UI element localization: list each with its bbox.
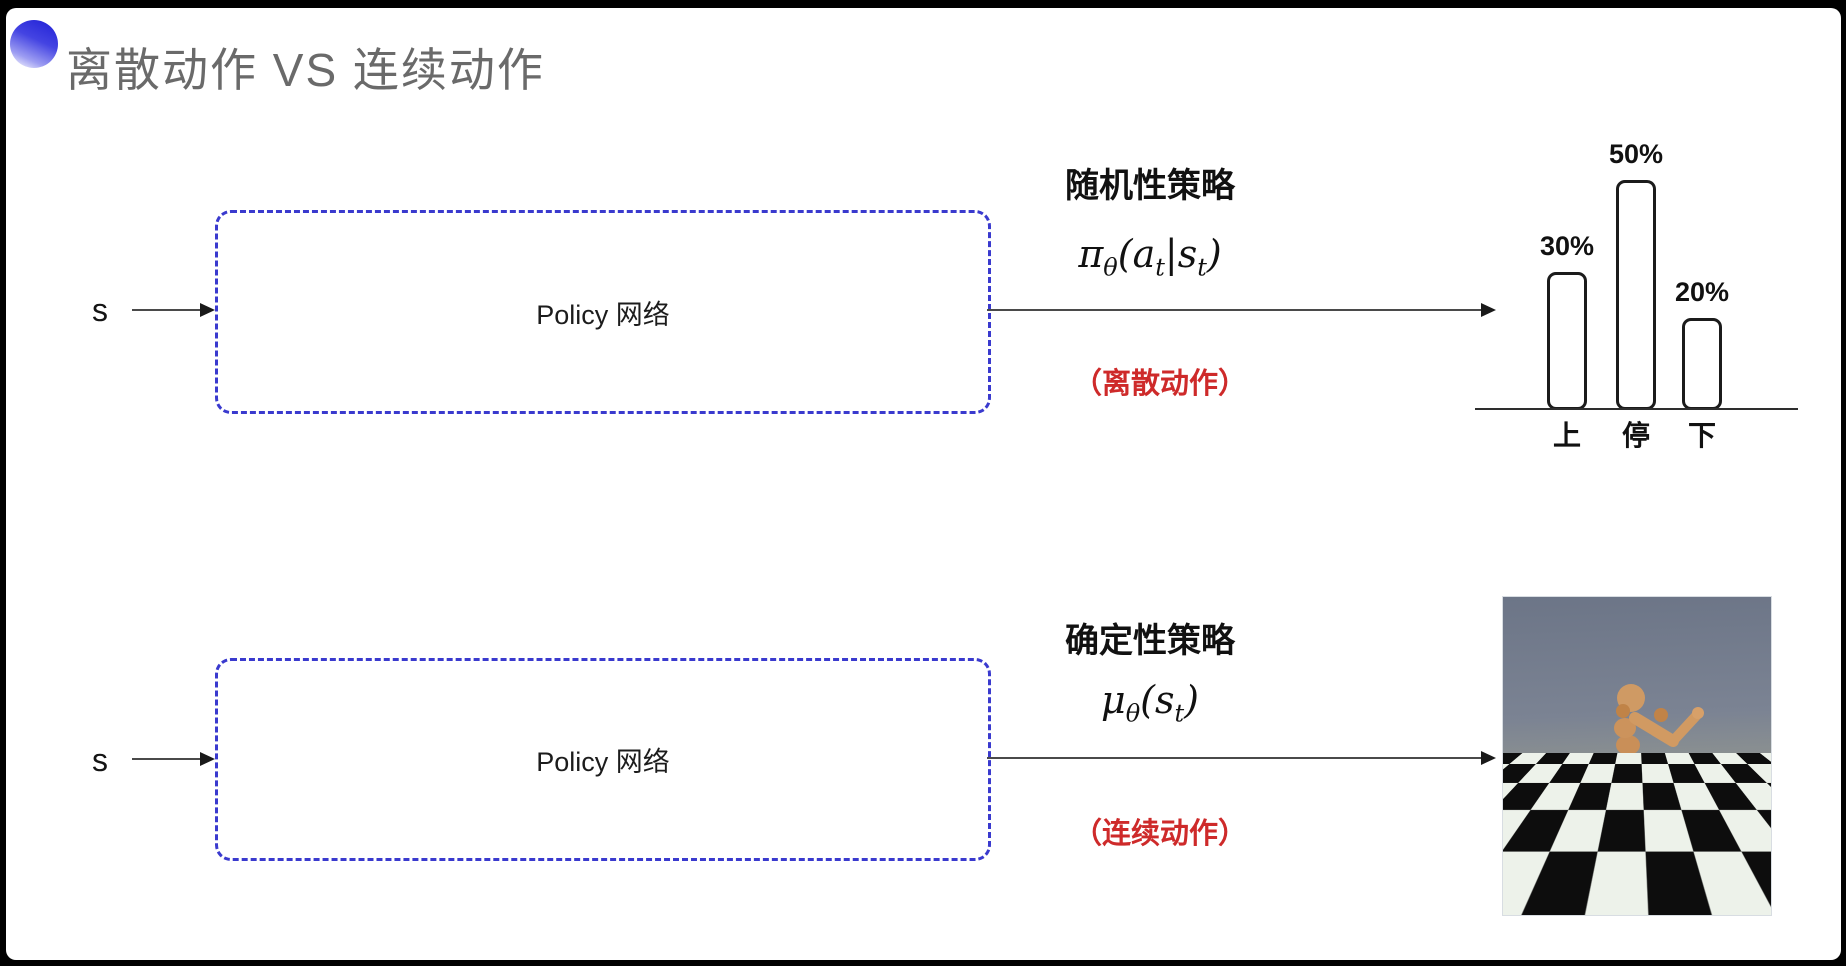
- deterministic-policy-label: 确定性策略: [1065, 622, 1235, 660]
- continuous-action-note: （连续动作）: [1072, 818, 1247, 850]
- policy-box-label: Policy 网络: [536, 299, 670, 330]
- probability-bar: [1616, 180, 1656, 410]
- bar-category-label: 上: [1552, 420, 1582, 451]
- stochastic-policy-formula: πθ(at|st): [1078, 232, 1222, 282]
- bar-value-label: 20%: [1674, 277, 1730, 307]
- arrowhead-icon: [1481, 303, 1496, 317]
- title-bullet-icon: [10, 20, 58, 68]
- bar-value-label: 30%: [1539, 231, 1595, 261]
- chart-baseline: [1475, 408, 1798, 410]
- policy-network-box-top: Policy 网络: [215, 210, 991, 414]
- arrow-state-to-policy-top: [132, 309, 204, 311]
- arrow-policy-to-output-bottom: [987, 757, 1483, 759]
- humanoid-robot-figure: [1573, 684, 1704, 903]
- arrowhead-icon: [1481, 751, 1496, 765]
- probability-bar: [1682, 318, 1722, 410]
- bar-value-label: 50%: [1608, 139, 1664, 169]
- deterministic-policy-formula: μθ(st): [1101, 678, 1199, 728]
- bar-category-label: 停: [1621, 420, 1651, 451]
- bar-category-label: 下: [1687, 420, 1717, 451]
- arrowhead-icon: [200, 752, 215, 766]
- arrowhead-icon: [200, 303, 215, 317]
- policy-box-label: Policy 网络: [536, 747, 670, 777]
- sim-sky: [1503, 597, 1771, 763]
- arrow-state-to-policy-bottom: [132, 758, 204, 760]
- policy-network-box-bottom: Policy 网络: [215, 658, 991, 861]
- action-probability-bar-chart: 30% 上 50% 停 20% 下: [1475, 100, 1798, 451]
- state-input-label-bottom: s: [92, 742, 108, 778]
- probability-bar: [1547, 272, 1587, 410]
- arrow-policy-to-output-top: [987, 309, 1483, 311]
- page-title: 离散动作 VS 连续动作: [66, 44, 545, 96]
- state-input-label-top: s: [92, 292, 108, 328]
- discrete-action-note: （离散动作）: [1072, 368, 1247, 400]
- humanoid-simulation-image: [1503, 597, 1771, 915]
- stochastic-policy-label: 随机性策略: [1065, 167, 1235, 205]
